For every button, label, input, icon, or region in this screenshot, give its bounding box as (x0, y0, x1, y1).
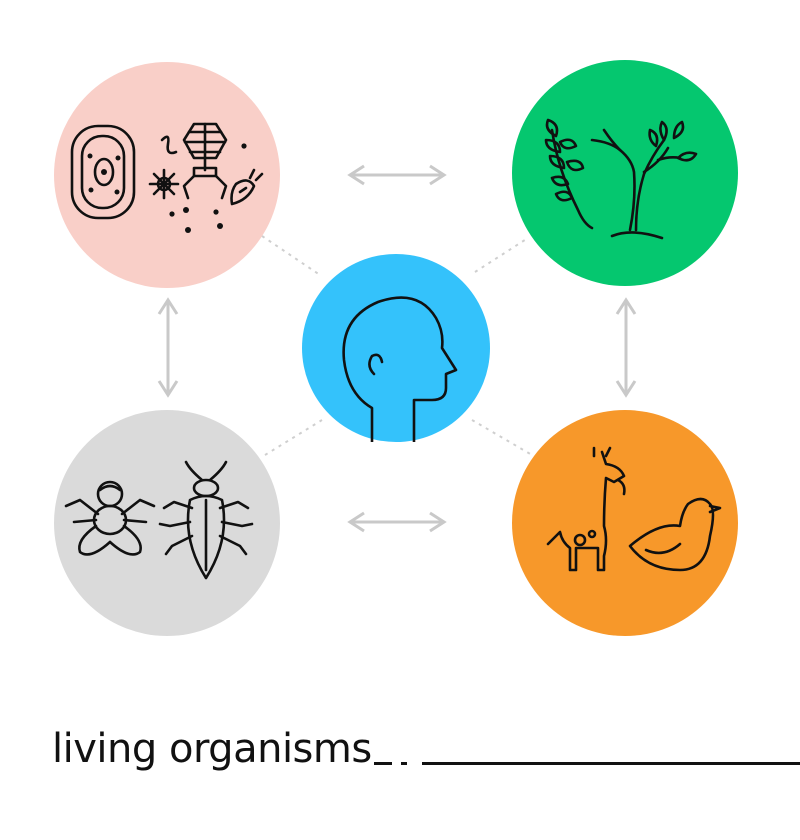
human-head-icon (342, 296, 458, 442)
animals-circle (512, 410, 738, 636)
fly-icon (64, 480, 156, 556)
plant-cell-icon (70, 124, 136, 220)
microorganisms-circle (54, 62, 280, 288)
branch-icon (544, 118, 594, 230)
tree-icon (590, 120, 698, 240)
arrow-microorganisms-insects (157, 297, 179, 398)
caption-title: living organisms (52, 726, 372, 772)
underline-dash-2 (401, 762, 407, 765)
human-circle (302, 254, 490, 442)
underline-dash-1 (374, 762, 392, 765)
giraffe-icon (546, 446, 626, 572)
cockroach-icon (158, 460, 254, 580)
worm-icon (160, 135, 178, 155)
underline-rule (422, 762, 800, 765)
arrow-insects-animals (347, 511, 447, 533)
dotted-link-human-microorganisms (261, 235, 321, 276)
bird-icon (628, 497, 722, 572)
carrot-bacterium-icon (230, 168, 264, 206)
spore-dots (169, 143, 247, 233)
virus-icon (148, 168, 180, 200)
insects-circle (54, 410, 280, 636)
arrow-plants-animals (615, 297, 637, 398)
bacteriophage-icon (182, 122, 228, 200)
dotted-link-human-insects (264, 419, 323, 456)
dotted-link-human-plants (474, 237, 529, 273)
dotted-link-human-animals (471, 419, 533, 456)
plants-circle (512, 60, 738, 286)
arrow-microorganisms-plants (347, 164, 447, 186)
